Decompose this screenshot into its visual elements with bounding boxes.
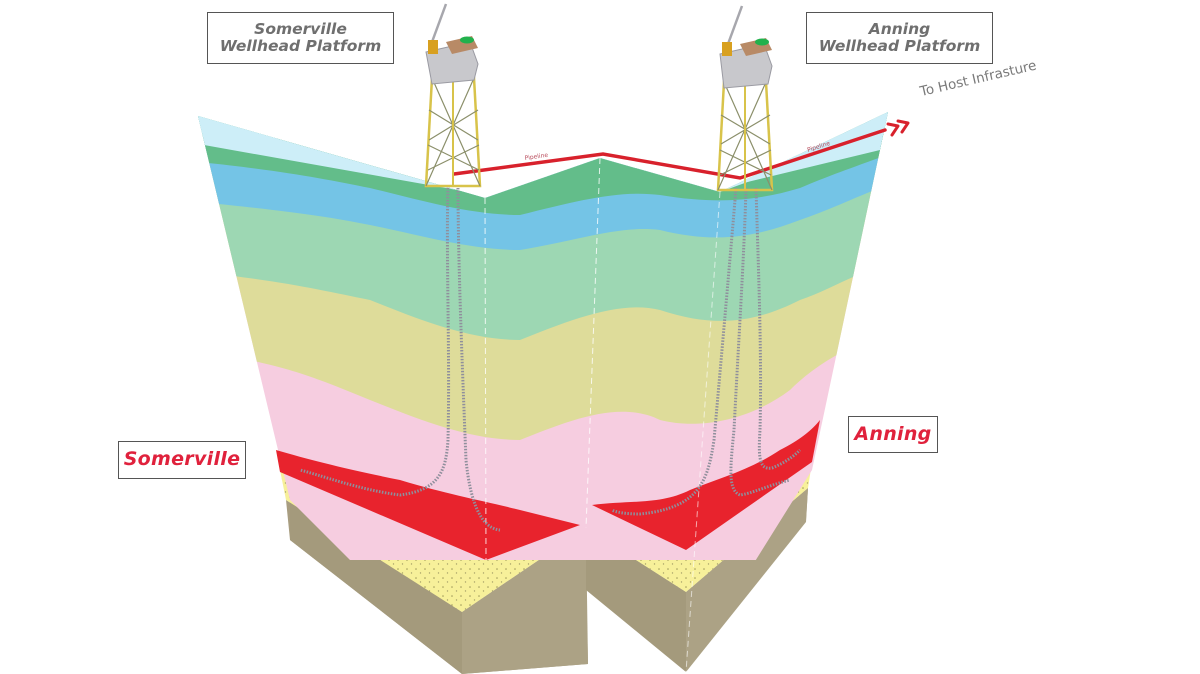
somerville-reservoir xyxy=(276,450,580,560)
anning-wells xyxy=(611,187,802,516)
pipeline xyxy=(452,128,887,180)
somerville-platform-icon xyxy=(424,3,482,188)
somerville-platform-label-line2: Wellhead Platform xyxy=(219,37,382,55)
block-edge-line xyxy=(484,197,487,561)
block-edge-line xyxy=(685,191,721,673)
anning-field-label-text: Anning xyxy=(854,422,932,445)
basement-front-right xyxy=(586,528,686,672)
pipeline-tag-1: Pipeline xyxy=(524,152,549,162)
block-edge-line xyxy=(585,157,601,529)
basement-front-left xyxy=(290,500,462,674)
basement-front-mid xyxy=(462,528,588,674)
anning-field-label: Anning xyxy=(848,416,938,453)
anning-platform-label-line1: Anning xyxy=(868,19,931,38)
somerville-field-label: Somerville xyxy=(118,441,246,479)
anning-platform-icon xyxy=(716,5,774,192)
pipeline-arrow-icon xyxy=(886,119,910,137)
anning-platform-label-line2: Wellhead Platform xyxy=(818,37,981,55)
somerville-wells xyxy=(299,184,501,532)
somerville-platform-label-line1: Somerville xyxy=(254,19,347,38)
anning-reservoir xyxy=(592,420,820,550)
basement-front-far-right xyxy=(686,488,808,672)
anning-platform-label: Anning Wellhead Platform xyxy=(806,12,993,64)
somerville-platform-label: Somerville Wellhead Platform xyxy=(207,12,394,64)
somerville-field-label-text: Somerville xyxy=(123,448,241,471)
